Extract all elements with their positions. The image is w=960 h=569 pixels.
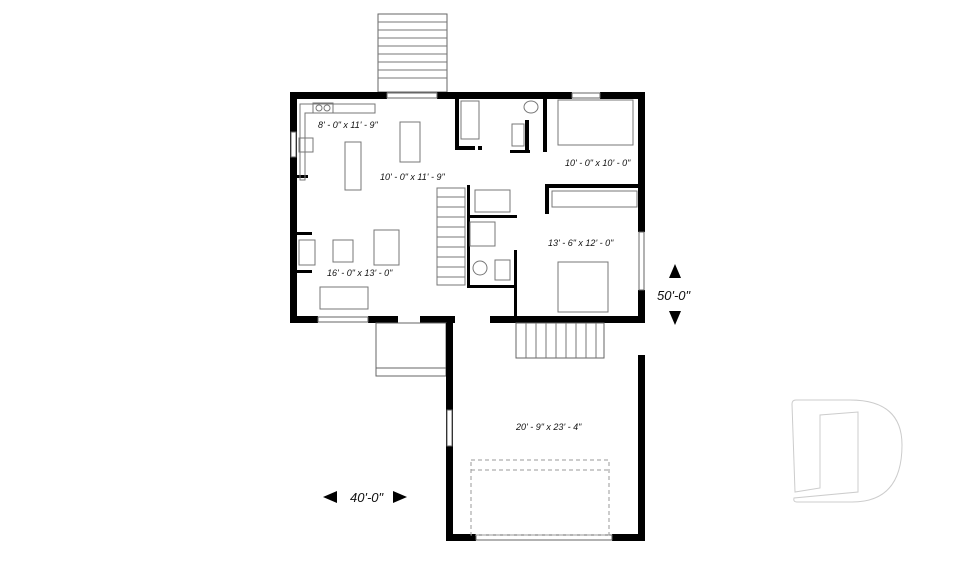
interior-stairs (437, 196, 465, 278)
arrow-down-icon (669, 311, 681, 325)
depth-dimension: 50'-0" (657, 264, 692, 325)
logo-watermark (791, 399, 903, 503)
garage (446, 322, 645, 541)
room-label-bedroom-2: 13' - 6" x 12' - 0" (548, 238, 614, 248)
overall-width-label: 40'-0" (350, 490, 385, 505)
front-porch (375, 322, 447, 377)
room-label-garage: 20' - 9" x 23' - 4" (515, 422, 582, 432)
exterior-walls (290, 92, 645, 323)
room-label-bedroom-1: 10' - 0" x 10' - 0" (565, 158, 631, 168)
fixtures (298, 99, 638, 313)
room-label-dining: 10' - 0" x 11' - 9" (380, 172, 445, 182)
rear-stairs (377, 13, 448, 93)
arrow-left-icon (323, 491, 337, 503)
arrow-up-icon (669, 264, 681, 278)
interior-walls (290, 92, 645, 323)
arrow-right-icon (393, 491, 407, 503)
room-label-kitchen: 8' - 0" x 11' - 9" (318, 120, 378, 130)
width-dimension: 40'-0" (323, 490, 407, 505)
room-label-living: 16' - 0" x 13' - 0" (327, 268, 393, 278)
windows (290, 92, 645, 323)
overall-depth-label: 50'-0" (657, 288, 692, 303)
